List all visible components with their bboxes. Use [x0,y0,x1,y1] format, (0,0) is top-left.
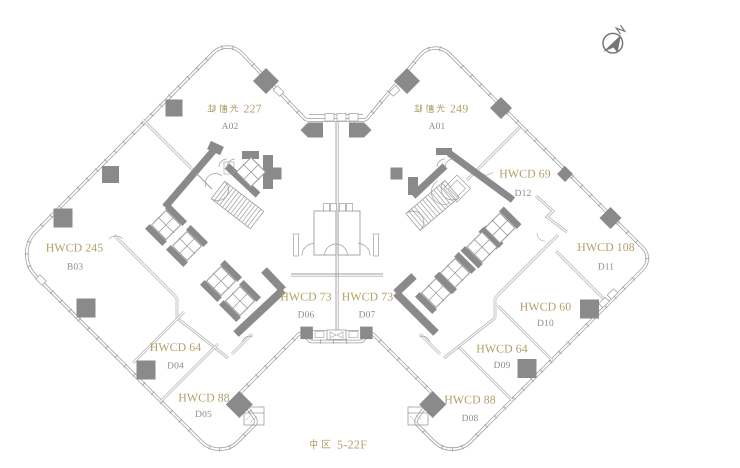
svg-text:HWCD 88: HWCD 88 [444,393,496,407]
svg-text:A02: A02 [222,122,239,132]
svg-text:HWCD 64: HWCD 64 [476,342,528,356]
svg-text:HWCD 69: HWCD 69 [499,167,551,181]
svg-text:D10: D10 [537,319,554,329]
svg-text:D12: D12 [515,189,532,199]
svg-text:HWCD 245: HWCD 245 [46,241,104,255]
svg-text:HWCD 88: HWCD 88 [178,391,230,405]
svg-text:D09: D09 [494,361,511,371]
svg-text:5-22F: 5-22F [337,438,367,452]
svg-text:D07: D07 [359,311,376,321]
svg-text:HWCD 73: HWCD 73 [342,290,394,304]
svg-text:D06: D06 [298,311,315,321]
svg-text:HWCD 60: HWCD 60 [520,300,572,314]
svg-text:D05: D05 [195,410,212,420]
svg-text:HWCD 108: HWCD 108 [577,240,635,254]
svg-text:HWCD 73: HWCD 73 [280,290,332,304]
svg-text:A01: A01 [429,122,446,132]
svg-text:D08: D08 [462,414,479,424]
svg-text:249: 249 [450,102,468,116]
svg-text:D11: D11 [598,263,614,273]
svg-text:B03: B03 [67,263,83,273]
svg-text:D04: D04 [167,362,184,372]
svg-text:HWCD 64: HWCD 64 [150,340,202,354]
svg-text:227: 227 [244,102,262,116]
